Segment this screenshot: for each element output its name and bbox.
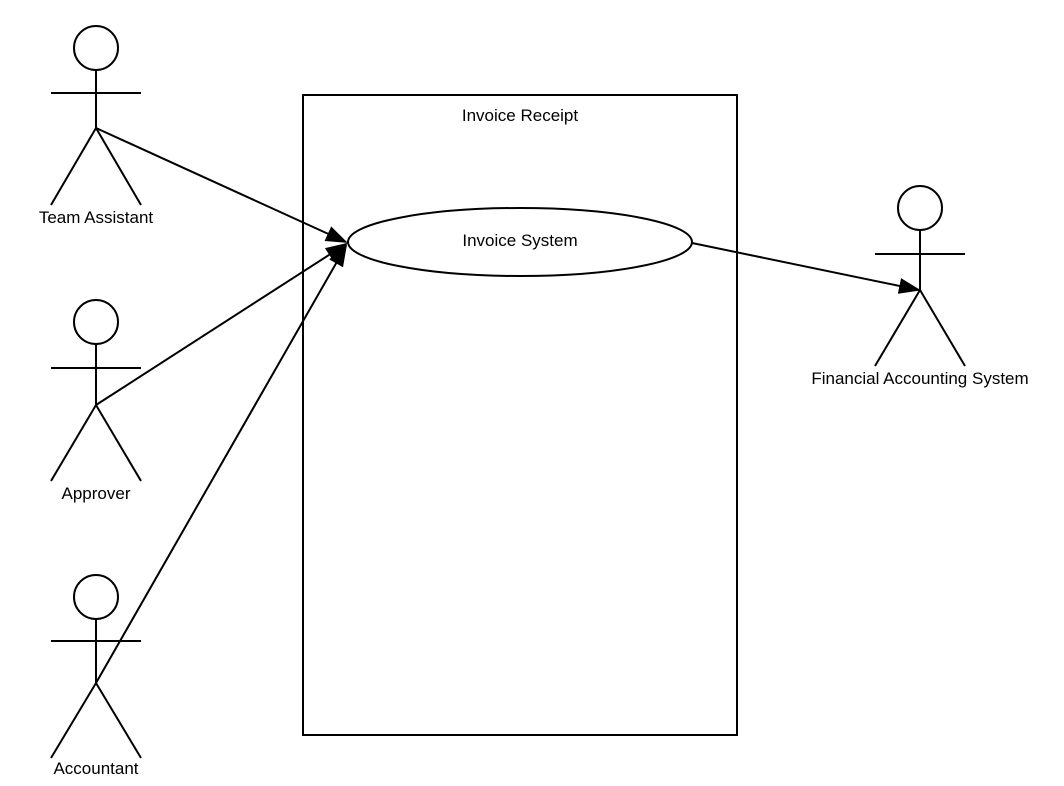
stick-figure-icon [874,185,966,367]
actor-label: Team Assistant [39,208,154,227]
actor-label: Approver [62,484,131,503]
use-case-label: Invoice System [462,231,577,250]
use-case-invoice-system[interactable]: Invoice System [347,207,693,277]
system-boundary-label: Invoice Receipt [462,106,579,125]
stick-figure-icon [50,299,142,482]
actor-team-assistant[interactable]: Team Assistant [39,25,154,227]
stick-figure-icon [50,574,142,759]
associations [95,127,921,684]
system-boundary[interactable]: Invoice Receipt [302,94,738,736]
actor-approver[interactable]: Approver [50,299,142,503]
actor-label: Accountant [53,759,138,778]
actor-label: Financial Accounting System [811,369,1028,388]
stick-figure-icon [50,25,142,206]
association-team-assistant-invoice-system[interactable] [95,127,348,243]
association-accountant-invoice-system[interactable] [95,244,347,684]
association-approver-invoice-system[interactable] [95,242,348,406]
actor-financial-accounting-system[interactable]: Financial Accounting System [811,185,1029,388]
actor-accountant[interactable]: Accountant [50,574,142,778]
association-invoice-system-financial-accounting[interactable] [691,242,921,294]
